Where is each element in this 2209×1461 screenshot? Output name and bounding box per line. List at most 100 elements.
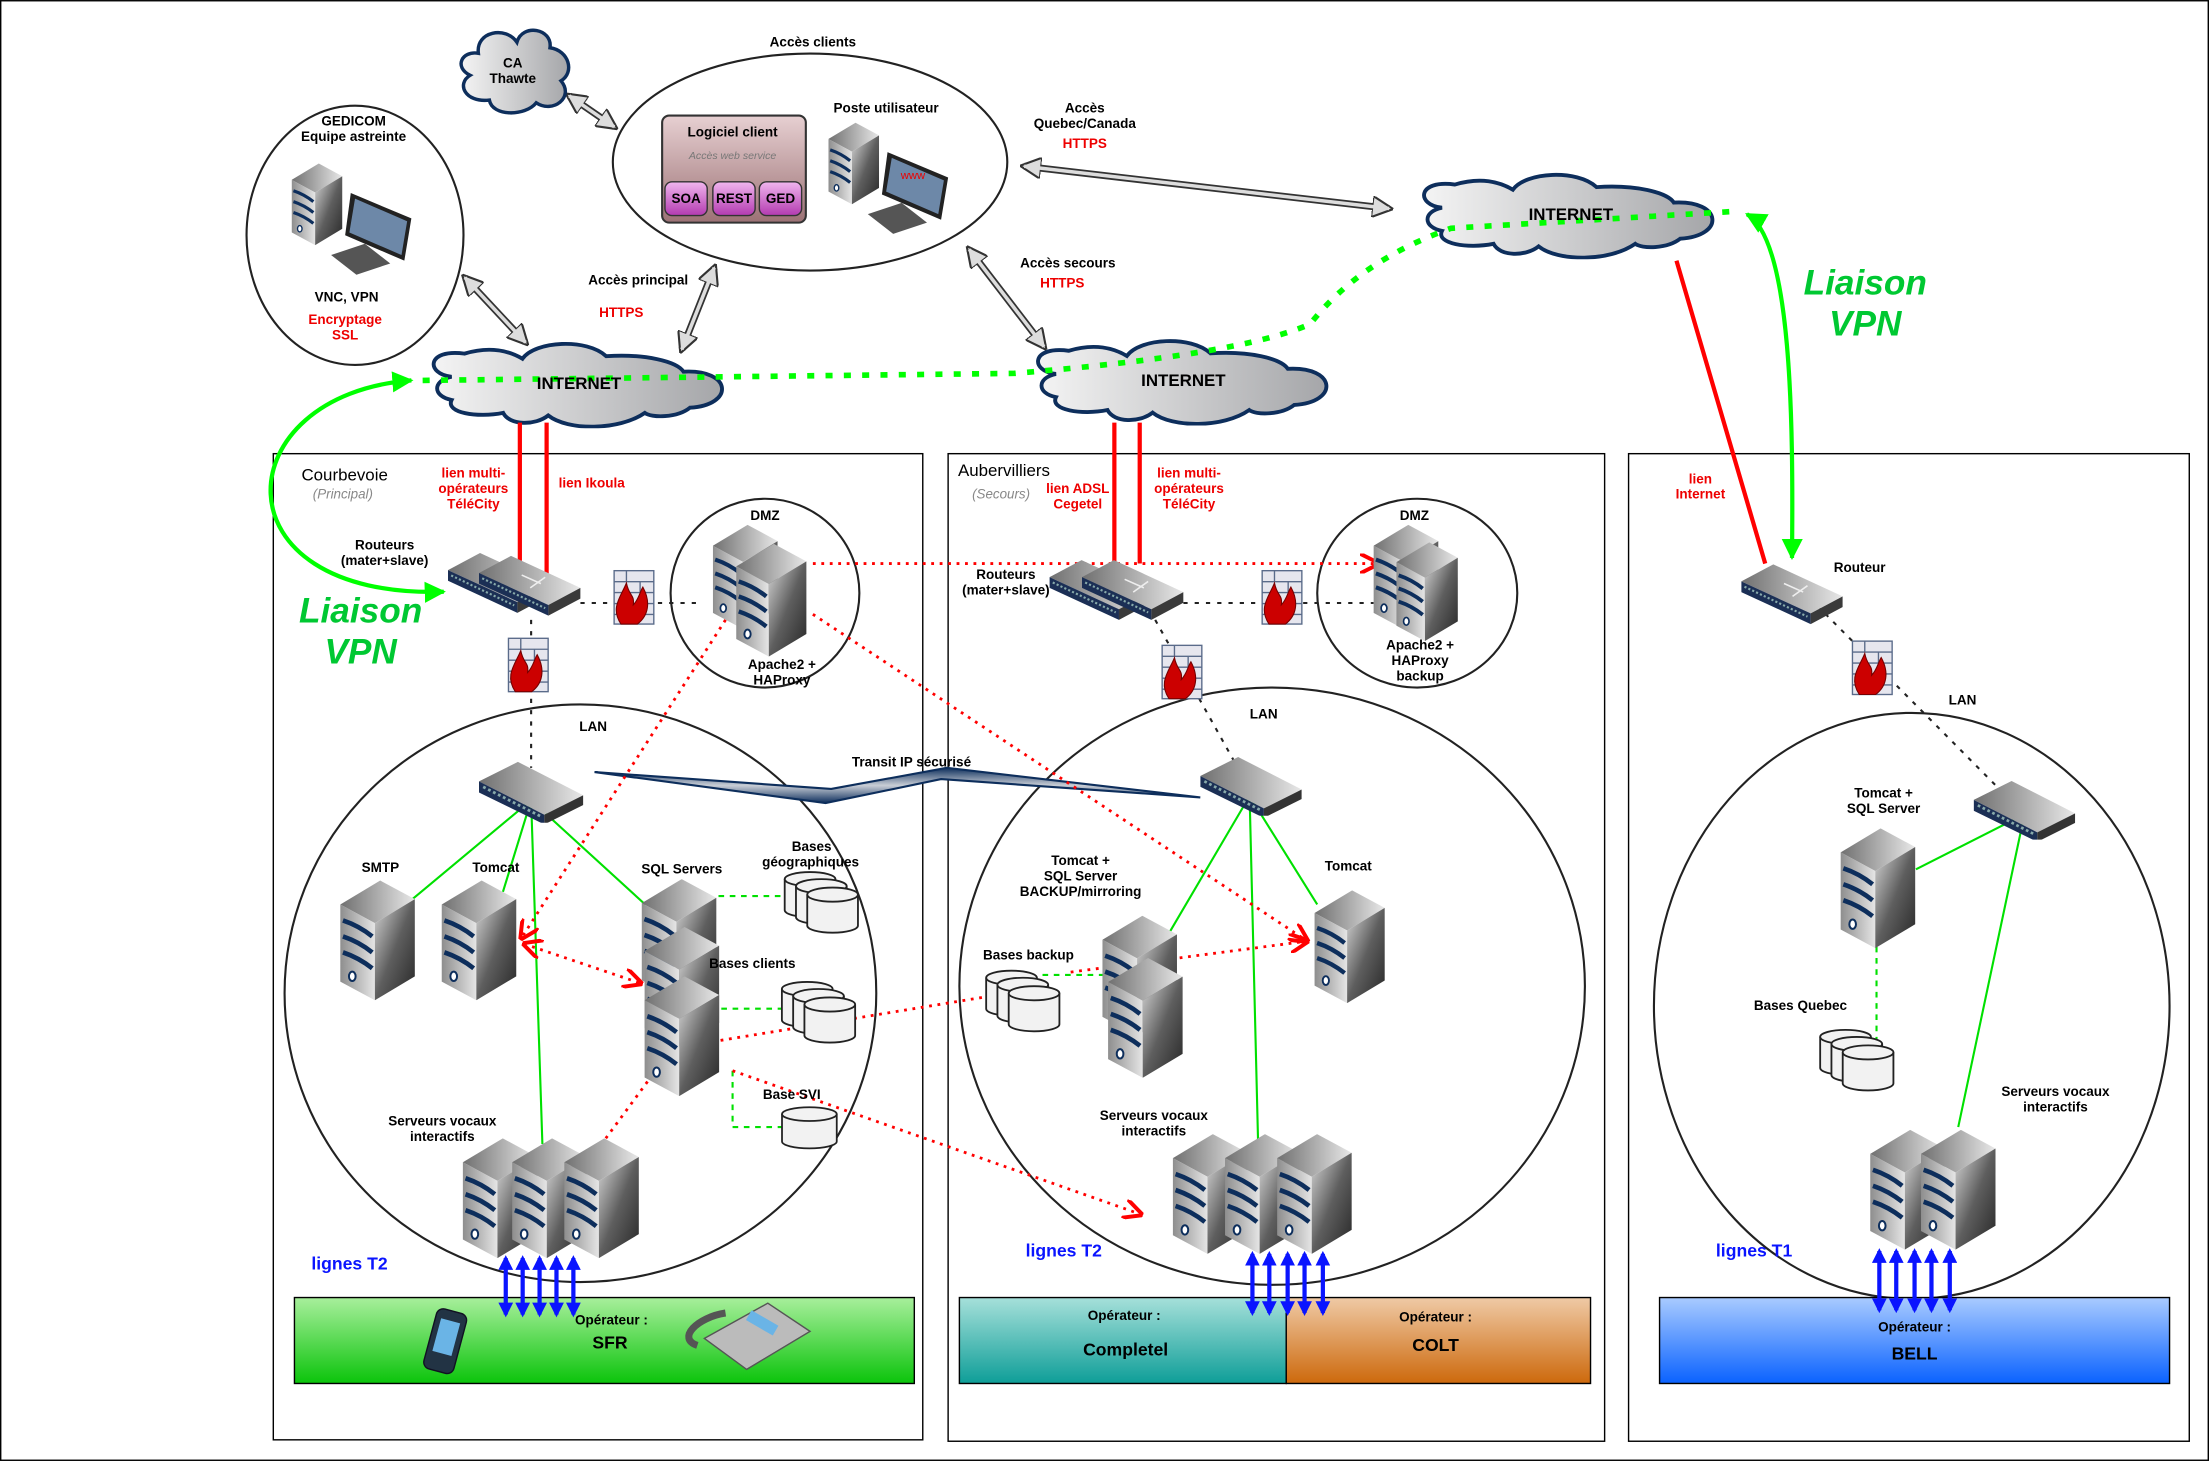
transit-label: Transit IP sécurisé xyxy=(852,754,972,769)
vpn-tunnel-line xyxy=(422,208,1736,384)
dmz-label: DMZ xyxy=(1400,508,1429,523)
voice-servers-label: interactifs xyxy=(2023,1100,2088,1115)
phone-lines-arrows xyxy=(498,1248,1958,1318)
smtp-server-icon xyxy=(340,881,415,1001)
routers-label: (mater+slave) xyxy=(962,583,1050,598)
operator-name: Completel xyxy=(1083,1339,1168,1359)
module-rest xyxy=(712,181,756,217)
link-label: Cegetel xyxy=(1053,497,1102,512)
access-secours-protocol: HTTPS xyxy=(1040,275,1084,290)
voice-servers-label: Serveurs vocaux xyxy=(1100,1108,1209,1123)
workstation-label: Poste utilisateur xyxy=(834,101,940,116)
link-label: lien multi- xyxy=(441,466,505,481)
lines-label: lignes T2 xyxy=(311,1253,388,1273)
dmz-server-label: Apache2 + xyxy=(748,657,816,672)
firewall-icon xyxy=(507,637,549,693)
operator-bell-box xyxy=(1658,1296,2171,1385)
encryption-label: SSL xyxy=(332,328,358,343)
tomcat-label: Tomcat xyxy=(472,860,520,875)
vpn-label: VPN xyxy=(324,633,398,672)
dmz-server-label: backup xyxy=(1396,668,1443,683)
gedicom-subtitle: Equipe astreinte xyxy=(301,129,407,144)
geo-db-label: géographiques xyxy=(762,854,859,869)
voice-server-icon xyxy=(564,1138,639,1258)
dmz-server-label: HAProxy xyxy=(1392,653,1450,668)
client-software-title: Logiciel client xyxy=(688,125,779,140)
router-label: Routeur xyxy=(1834,560,1887,575)
voice-sql-link xyxy=(604,1043,676,1140)
site-role: (Secours) xyxy=(972,487,1030,502)
tomcat-sql-label: Tomcat + xyxy=(1854,785,1913,800)
access-clients-zone xyxy=(611,52,1009,272)
internet-cloud-label: INTERNET xyxy=(1529,205,1614,224)
dmz-label: DMZ xyxy=(750,508,779,523)
module-ged-label: GED xyxy=(766,191,796,206)
link-label: opérateurs xyxy=(1154,481,1224,496)
access-quebec-label: Accès xyxy=(1065,101,1105,116)
module-soa-label: SOA xyxy=(671,191,701,206)
vpn-label: Liaison xyxy=(1804,263,1927,302)
dmz-backup-server-icon xyxy=(1396,542,1457,641)
internet-cloud-label: INTERNET xyxy=(1141,371,1226,390)
access-principal-label: Accès principal xyxy=(588,273,688,288)
sql-servers-label: SQL Servers xyxy=(641,861,722,876)
module-ged xyxy=(758,181,803,217)
geo-db-label: Bases xyxy=(792,839,832,854)
internet-cloud-label: INTERNET xyxy=(537,374,622,393)
operator-name: SFR xyxy=(592,1332,628,1352)
tomcat-sql-label: SQL Server xyxy=(1847,801,1921,816)
vpn-label: VPN xyxy=(1829,304,1903,343)
tomcat-sql-link xyxy=(524,944,641,983)
operator-label: Opérateur : xyxy=(1088,1308,1161,1323)
vpn-link-quebec xyxy=(1745,212,1803,561)
site-role: (Principal) xyxy=(313,487,373,502)
dmz-zone-aubervilliers xyxy=(1316,497,1519,689)
lines-label: lignes T2 xyxy=(1026,1241,1103,1261)
dmz-tomcat-backup-link xyxy=(812,613,1307,941)
voice-server-icon xyxy=(1277,1134,1352,1254)
access-quebec-protocol: HTTPS xyxy=(1063,136,1107,151)
transit-ip-link xyxy=(594,766,1201,805)
gedicom-vnc-label: VNC, VPN xyxy=(315,290,379,305)
firewall-icon xyxy=(1161,644,1203,700)
tomcat-label: Tomcat xyxy=(1325,859,1373,874)
backup-tomcat-link xyxy=(1070,941,1308,974)
dmz-server-label: HAProxy xyxy=(753,673,811,688)
encryption-label: Encryptage xyxy=(308,312,382,327)
firewall-icon xyxy=(1261,569,1303,625)
access-secours-label: Accès secours xyxy=(1020,256,1115,271)
voice-servers-label: Serveurs vocaux xyxy=(388,1114,497,1129)
module-rest-label: REST xyxy=(716,191,753,206)
backup-db-label: Bases backup xyxy=(983,947,1074,962)
site-box-aubervilliers xyxy=(947,452,1606,1442)
lan-label: LAN xyxy=(1949,692,1977,707)
client-software-subtitle: Accès web service xyxy=(688,150,776,162)
ca-label: Thawte xyxy=(490,71,537,86)
gedicom-title: GEDICOM xyxy=(321,113,386,128)
gedicom-zone xyxy=(245,104,465,366)
operator-label: Opérateur : xyxy=(1878,1319,1951,1334)
link-label: TéléCity xyxy=(447,497,500,512)
clients-db-label: Bases clients xyxy=(709,956,795,971)
link-label: lien xyxy=(1689,471,1712,486)
operator-sfr-box xyxy=(293,1296,916,1385)
www-label: www xyxy=(900,170,926,182)
link-label: lien Ikoula xyxy=(559,475,626,490)
dmz-tomcat-link xyxy=(521,619,727,938)
tomcat-sql-server-icon xyxy=(1841,828,1916,948)
firewall-icon xyxy=(613,569,655,625)
lan-label: LAN xyxy=(579,719,607,734)
backup-server-label: BACKUP/mirroring xyxy=(1020,884,1142,899)
backup-sql-link xyxy=(690,996,983,1045)
lan-label: LAN xyxy=(1250,707,1278,722)
desk-phone-icon xyxy=(685,1302,812,1371)
operator-name: COLT xyxy=(1412,1335,1459,1355)
dmz-zone-courbevoie xyxy=(669,497,861,689)
lines-label: lignes T1 xyxy=(1716,1241,1793,1261)
dmz-server-label: Apache2 + xyxy=(1386,637,1454,652)
routers-label: (mater+slave) xyxy=(341,553,429,568)
access-clients-title: Accès clients xyxy=(770,35,856,50)
svi-db-label: Base SVI xyxy=(763,1087,821,1102)
operator-completel-box xyxy=(958,1296,1287,1385)
site-name-courbevoie: Courbevoie xyxy=(301,465,387,484)
